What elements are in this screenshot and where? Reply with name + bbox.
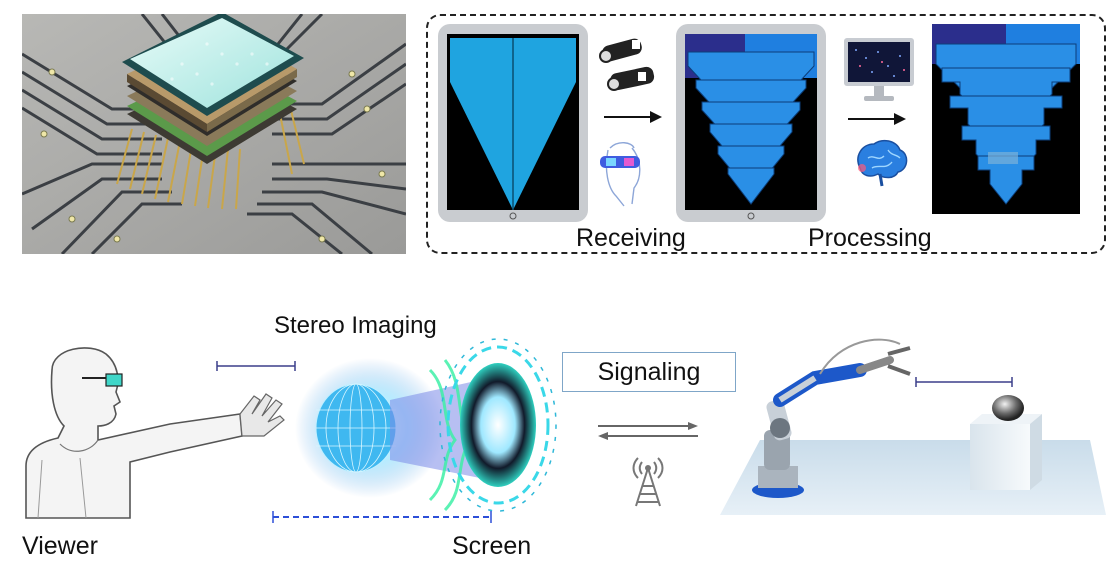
- tablet-received: [676, 24, 826, 222]
- bidirectional-arrows-icon: [598, 420, 698, 442]
- processed-image: [932, 24, 1080, 214]
- signaling-label: Signaling: [597, 357, 701, 386]
- chip-circuit-image: [22, 14, 406, 254]
- robot-arm-scene: [720, 330, 1106, 520]
- stereo-hologram: [290, 330, 560, 520]
- arrow-right-icon: [604, 110, 662, 124]
- camera-icon: [596, 38, 660, 100]
- pipeline-panel: [426, 14, 1106, 254]
- arrow-right-icon: [848, 112, 906, 126]
- tablet-input: [438, 24, 588, 222]
- processing-label: Processing: [808, 224, 932, 252]
- viewer-label: Viewer: [22, 532, 98, 560]
- receiving-label: Receiving: [576, 224, 686, 252]
- screen-label: Screen: [452, 532, 532, 560]
- viewer-figure: [20, 340, 290, 520]
- vr-head-icon: [594, 140, 648, 210]
- brain-icon: [852, 138, 910, 188]
- antenna-icon: [626, 452, 670, 508]
- hand-distance-marker: [216, 360, 296, 372]
- stereo-imaging-label: Stereo Imaging: [274, 312, 437, 339]
- screen-distance-marker: [272, 510, 492, 524]
- monitor-icon: [842, 36, 916, 106]
- signaling-box: Signaling: [562, 352, 736, 392]
